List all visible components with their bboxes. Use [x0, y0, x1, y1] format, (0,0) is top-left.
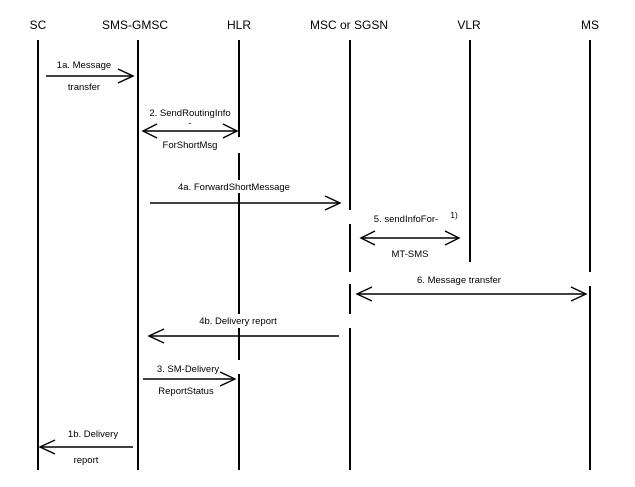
label-3-line1: 3. SM-Delivery [157, 364, 220, 375]
label-5-note: 1) [450, 210, 458, 220]
arrowhead-2-right [222, 123, 239, 139]
label-5-line1: 5. sendInfoFor- [374, 214, 438, 225]
label-2-line3: ForShortMsg [163, 140, 218, 151]
label-2-line1: 2. SendRoutingInfo [149, 108, 230, 119]
label-1a-line1: 1a. Message [57, 60, 111, 71]
entity-ms: MS [581, 18, 599, 32]
entity-sc: SC [30, 18, 47, 32]
label-1b-line1: 1b. Delivery [68, 429, 118, 440]
entity-msc-sgsn: MSC or SGSN [310, 18, 388, 32]
message-4a: 4a. ForwardShortMessage [150, 182, 342, 211]
label-1b-line2: report [74, 455, 99, 466]
label-5-line2: MT-SMS [392, 249, 429, 260]
label-6: 6. Message transfer [417, 275, 501, 286]
label-1a-line2: transfer [68, 82, 100, 93]
arrowhead-6-right [570, 286, 588, 302]
message-5: 5. sendInfoFor- 1) MT-SMS [359, 210, 461, 260]
arrowhead-1a [117, 68, 135, 84]
arrowhead-5-left [359, 230, 376, 246]
arrowhead-3 [219, 371, 237, 387]
arrowhead-2-left [141, 123, 158, 139]
label-2-line2: - [188, 118, 191, 129]
message-4b: 4b. Delivery report [147, 316, 339, 344]
entity-vlr: VLR [457, 18, 481, 32]
arrowhead-1b [38, 439, 56, 455]
entity-sms-gmsc: SMS-GMSC [102, 18, 168, 32]
arrowhead-5-right [444, 230, 461, 246]
arrowhead-6-left [355, 286, 373, 302]
arrowhead-4a [324, 195, 342, 211]
message-6: 6. Message transfer [355, 275, 588, 302]
message-1a: 1a. Message transfer [46, 60, 135, 93]
arrowhead-4b [147, 328, 165, 344]
message-1b: 1b. Delivery report [38, 429, 133, 466]
label-4a: 4a. ForwardShortMessage [178, 182, 290, 193]
label-4b: 4b. Delivery report [199, 316, 277, 327]
label-3-line2: ReportStatus [158, 386, 214, 397]
message-3: 3. SM-Delivery ReportStatus [143, 364, 237, 397]
entity-hlr: HLR [227, 18, 251, 32]
message-2: 2. SendRoutingInfo - ForShortMsg [141, 108, 239, 151]
